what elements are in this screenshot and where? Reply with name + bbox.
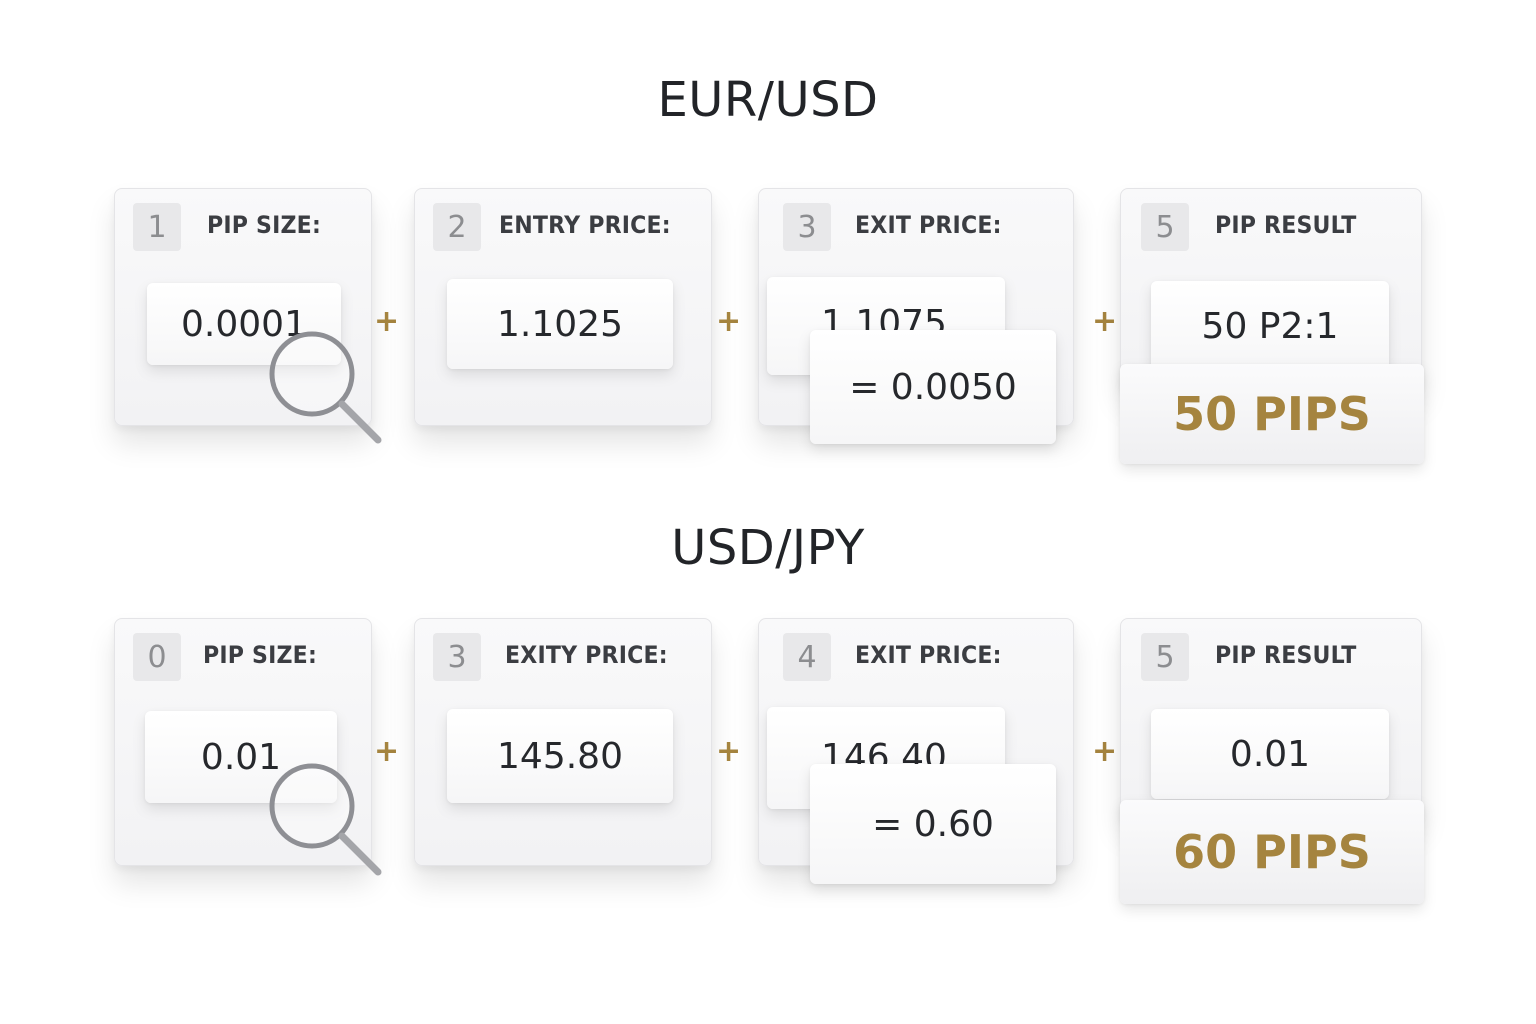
plus-icon: + [1092,734,1118,769]
pip-result-total: 60 PIPS [1173,825,1371,879]
pip-result-value: 0.01 [1151,709,1389,799]
eur-pip-result-card: 5 PIP RESULT 50 P2:1 [1120,188,1422,390]
step-number: 3 [783,203,831,251]
pip-result-badge: 50 PIPS [1120,364,1424,464]
pip-size-label: PIP SIZE: [203,641,317,669]
exit-price-label: EXIT PRICE: [855,641,1002,669]
pip-result-total: 50 PIPS [1173,387,1371,441]
magnifier-icon [269,763,382,876]
step-number: 4 [783,633,831,681]
pip-result-badge: 60 PIPS [1120,800,1424,904]
pip-result-value: 50 P2:1 [1151,281,1389,371]
plus-icon: + [374,304,400,339]
entry-price-value: 1.1025 [447,279,673,369]
step-number: 3 [433,633,481,681]
exit-price-label: EXIT PRICE: [855,211,1002,239]
step-number: 0 [133,633,181,681]
plus-icon: + [716,734,742,769]
price-difference: = 0.0050 [810,330,1056,444]
plus-icon: + [1092,304,1118,339]
usd-jpy-title: USD/JPY [671,520,865,576]
magnifier-icon [269,331,382,444]
step-number: 2 [433,203,481,251]
step-number: 1 [133,203,181,251]
pip-size-value: 0.01 [145,711,337,803]
pip-result-label: PIP RESULT [1215,641,1357,669]
eur-pip-size-card: 1 PIP SIZE: 0.0001 [114,188,372,426]
eur-entry-price-card: 2 ENTRY PRICE: 1.1025 [414,188,712,426]
jpy-pip-result-card: 5 PIP RESULT 0.01 [1120,618,1422,820]
jpy-pip-size-card: 0 PIP SIZE: 0.01 [114,618,372,866]
entry-price-label: ENTRY PRICE: [499,211,671,239]
eur-usd-title: EUR/USD [657,72,879,128]
step-number: 5 [1141,633,1189,681]
pip-size-value: 0.0001 [147,283,341,365]
plus-icon: + [374,734,400,769]
plus-icon: + [716,304,742,339]
entry-price-label: EXITY PRICE: [505,641,668,669]
pip-result-label: PIP RESULT [1215,211,1357,239]
price-difference: = 0.60 [810,764,1056,884]
step-number: 5 [1141,203,1189,251]
jpy-entry-price-card: 3 EXITY PRICE: 145.80 [414,618,712,866]
entry-price-value: 145.80 [447,709,673,803]
pip-size-label: PIP SIZE: [207,211,321,239]
